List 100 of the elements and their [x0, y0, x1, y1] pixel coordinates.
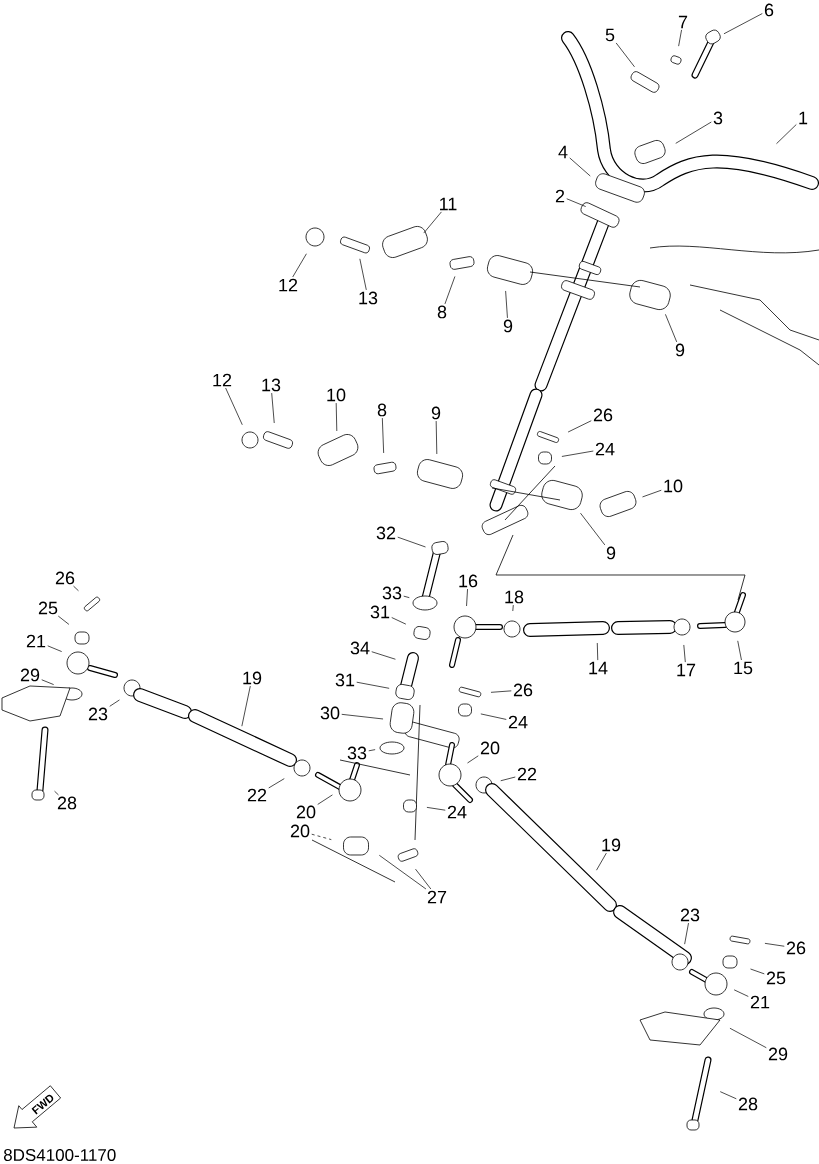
callout-number: 1	[799, 111, 808, 125]
leader-line	[73, 585, 79, 592]
callout-number: 16	[459, 574, 478, 588]
leader-line	[109, 699, 120, 707]
callout-number: 31	[335, 673, 355, 687]
part-number: 8DS4100-1170	[3, 1149, 116, 1161]
callout-number: 7	[678, 15, 688, 29]
leader-line	[729, 1027, 767, 1049]
callout-number: 21	[26, 634, 46, 648]
leader-line	[733, 989, 749, 997]
leader-line	[381, 417, 384, 454]
leader-line	[317, 794, 333, 805]
leader-line	[512, 604, 514, 612]
callout-number: 20	[290, 824, 310, 838]
callout-number: 12	[213, 373, 232, 387]
callout-number: 10	[327, 388, 346, 402]
leader-line	[426, 807, 446, 811]
callout-number: 28	[738, 1097, 758, 1111]
callout-number: 26	[513, 683, 533, 697]
callout-number: 24	[447, 805, 467, 819]
callout-number: 33	[347, 746, 367, 760]
callout-number: 19	[243, 671, 262, 685]
leader-line	[665, 313, 678, 343]
leader-line	[57, 615, 70, 625]
leader-line	[480, 713, 507, 720]
callout-number: 24	[595, 442, 615, 456]
leader-line	[335, 402, 338, 432]
leader-line	[737, 640, 742, 661]
callout-number: 4	[558, 145, 568, 159]
callout-number: 8	[437, 305, 447, 319]
callout-number: 19	[602, 838, 621, 852]
leader-line	[615, 42, 635, 68]
leader-line	[467, 755, 479, 764]
callout-number: 2	[555, 189, 565, 203]
leader-line	[596, 852, 607, 871]
callout-number: 23	[88, 707, 108, 721]
leader-line	[403, 595, 410, 598]
leader-line	[41, 679, 54, 685]
leader-line	[371, 651, 396, 660]
leader-line	[567, 420, 592, 433]
callout-number: 12	[279, 278, 298, 292]
callout-number: 5	[605, 28, 615, 42]
leader-line	[723, 13, 763, 35]
leader-line	[359, 258, 367, 291]
callout-number: 17	[677, 663, 696, 677]
callout-number: 31	[370, 605, 390, 619]
callout-number: 27	[427, 890, 447, 904]
leader-line	[490, 690, 512, 693]
callout-number: 25	[38, 601, 58, 615]
leader-line	[292, 253, 307, 278]
leader-line	[423, 211, 442, 234]
callout-number: 24	[508, 715, 528, 729]
leader-line	[684, 922, 689, 945]
callout-number: 9	[431, 406, 441, 420]
callout-number: 3	[713, 111, 723, 125]
callout-number: 6	[764, 3, 774, 17]
leader-line	[500, 776, 516, 782]
leader-line	[719, 1091, 737, 1100]
callout-number: 9	[503, 319, 513, 333]
leader-line	[776, 124, 797, 145]
callout-number: 34	[350, 641, 370, 655]
callout-number: 29	[768, 1047, 788, 1061]
callout-number: 14	[589, 661, 608, 675]
callout-number: 30	[320, 706, 340, 720]
callout-number: 28	[57, 796, 77, 810]
callout-number: 26	[55, 571, 75, 585]
callout-number: 21	[750, 995, 770, 1009]
leader-line	[241, 685, 251, 727]
leader-line	[466, 588, 468, 607]
callout-number: 22	[517, 767, 537, 781]
leader-line	[675, 121, 712, 144]
leader-line	[391, 617, 407, 625]
callout-number: 9	[675, 343, 685, 357]
callout-number: 26	[786, 941, 806, 955]
callout-number: 18	[505, 590, 524, 604]
leader-line	[750, 968, 765, 975]
callout-number: 26	[593, 408, 613, 422]
leader-line	[47, 645, 63, 652]
callout-number: 10	[664, 479, 683, 493]
leader-line	[378, 854, 427, 890]
leader-line	[678, 29, 682, 47]
callout-number: 32	[376, 526, 396, 540]
leader-line	[580, 512, 606, 546]
leader-line	[444, 276, 456, 305]
callout-number: 20	[480, 741, 500, 755]
leader-line	[566, 198, 587, 207]
leader-line	[505, 290, 508, 319]
leader-line	[764, 943, 785, 947]
callout-number: 20	[296, 805, 316, 819]
leader-line	[341, 713, 384, 720]
leader-line	[683, 644, 686, 663]
callout-number: 8	[377, 403, 387, 417]
callout-number: 29	[20, 668, 40, 682]
callout-number: 33	[382, 586, 402, 600]
callout-number: 13	[262, 378, 281, 392]
leader-line	[561, 450, 594, 457]
callout-number: 23	[680, 908, 700, 922]
leader-line	[268, 778, 285, 789]
leader-line	[569, 157, 591, 177]
leader-line	[596, 642, 599, 661]
